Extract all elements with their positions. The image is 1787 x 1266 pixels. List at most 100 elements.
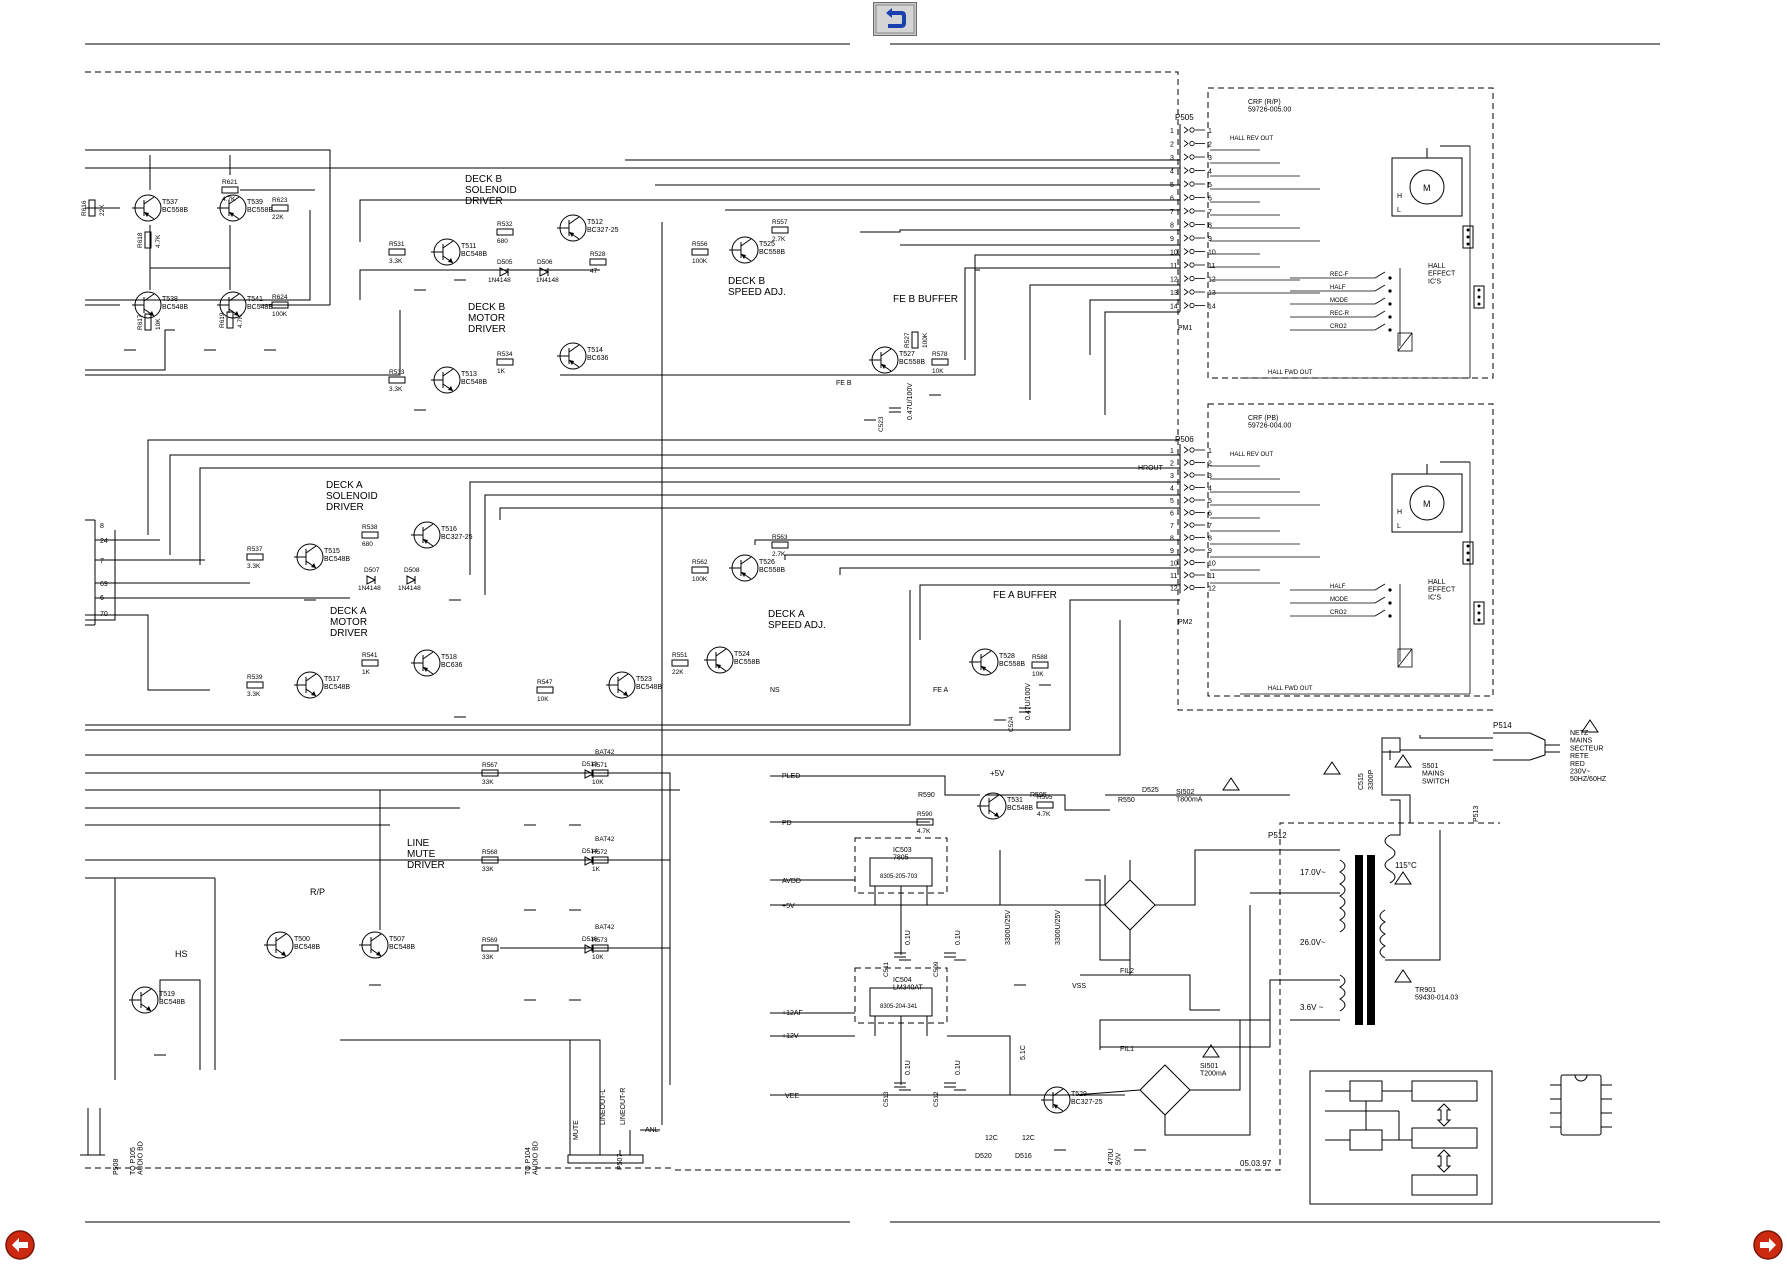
capacitor-value: 0.1U	[955, 1060, 962, 1075]
diode-ref: D508	[404, 567, 420, 574]
transistor-type: BC558B	[162, 207, 188, 214]
return-arrow-icon	[875, 4, 915, 34]
pin-number: 8	[1170, 536, 1174, 543]
resistor-value: 33K	[482, 779, 494, 786]
resistor-value: 2.7K	[772, 551, 786, 558]
r590-label: R590	[918, 792, 935, 799]
transistor-type: BC558B	[759, 249, 785, 256]
pin-69: 69	[100, 581, 108, 588]
resistor-value: 1K	[497, 368, 506, 375]
d520-label: D520	[975, 1153, 992, 1160]
pin-7: 7	[100, 558, 104, 565]
diode-d508: D508	[404, 567, 420, 585]
resistor-value: 33K	[482, 954, 494, 961]
transistor-type: BC548B	[461, 251, 487, 258]
p105-label: TO P105AUDIO BD	[130, 1141, 145, 1175]
capacitor-c512: C512	[933, 1082, 956, 1107]
r595-label: R595	[1030, 792, 1047, 799]
left-connector: 8 24 7 69 6 70	[85, 519, 350, 626]
capacitor-ref: C511	[883, 962, 890, 977]
hall-rev-label: HALL REV OUT	[1230, 452, 1273, 458]
fe-b-buffer-title: FE B BUFFER	[893, 294, 958, 305]
diode-d506: D506	[537, 259, 553, 277]
resistor-ref: R533	[389, 369, 405, 376]
transistor-ref: T512	[587, 219, 603, 226]
resistor-value: 100K	[692, 576, 708, 583]
resistor-ref: R588	[1032, 654, 1048, 661]
pin-number: 14	[1208, 304, 1216, 311]
ic-package-icon	[1550, 1074, 1612, 1136]
capacitor-ref: C524	[1008, 716, 1015, 732]
transistor-type: BC558B	[734, 659, 760, 666]
resistor-ref: R572	[592, 849, 608, 856]
pin-number: 9	[1170, 548, 1174, 555]
prev-page-button[interactable]	[4, 1229, 36, 1261]
ic504-code: 8305-204-341	[880, 1004, 918, 1010]
back-button[interactable]	[873, 2, 917, 36]
next-page-button[interactable]	[1752, 1229, 1784, 1261]
hall-fwd-label: HALL FWD OUT	[1268, 686, 1313, 692]
r-p-label: R/P	[310, 887, 325, 897]
resistor-value: 10K	[592, 779, 604, 786]
transistor-type: BC548B	[247, 304, 273, 311]
plus5v-label: +5V	[782, 903, 795, 910]
pin-number: 2	[1170, 461, 1174, 468]
motor-label: M	[1423, 183, 1431, 193]
l-label: L	[1397, 523, 1401, 530]
diode-ref: D506	[537, 259, 553, 266]
crf-pb-title: CRF (PB)59726-004.00	[1248, 415, 1291, 430]
pin-number: 6	[1170, 511, 1174, 518]
transistors: T537BC558BT539BC558BT538BC548BT541BC548B…	[129, 194, 1103, 1114]
c524-value: 0.47U/100V	[1025, 683, 1032, 720]
pin-number: 1	[1170, 448, 1174, 455]
fe-b-label: FE B	[836, 380, 852, 387]
resistor-ref: R563	[772, 534, 788, 541]
resistor-ref: R539	[247, 674, 263, 681]
resistor-ref: R618	[137, 232, 144, 248]
resistor-value: 1K	[592, 866, 601, 873]
c522-label: 3300U/25V	[1055, 910, 1062, 945]
pin-number: 13	[1208, 290, 1216, 297]
pin-number: 2	[1208, 142, 1212, 149]
pin-number: 3	[1170, 155, 1174, 162]
pin-number: 11	[1208, 263, 1215, 270]
resistor-r539: R539 3.3K	[246, 674, 264, 698]
transistor-type: BC548B	[159, 999, 185, 1006]
capacitor-ref: C513	[883, 1091, 890, 1107]
resistor-value: 3.3K	[247, 691, 261, 698]
lineout-r-label: LINEOUT-R	[620, 1088, 627, 1125]
pin-number: 8	[1208, 223, 1212, 230]
transistor-ref: T526	[759, 559, 775, 566]
block-diagram	[1309, 1070, 1493, 1205]
transistor-ref: T528	[999, 653, 1015, 660]
power-signal-labels: PLED PD AVDD +5V +12AF +12V VEE VSS FIL2…	[770, 380, 1227, 1165]
pin-number: 11	[1208, 573, 1215, 580]
pin-number: 7	[1170, 209, 1174, 216]
d525-label: D525	[1142, 787, 1159, 794]
transistor-ref: T538	[162, 296, 178, 303]
resistor-ref: R532	[497, 221, 513, 228]
p512-label: P512	[1268, 831, 1287, 840]
transistor-ref: T524	[734, 651, 750, 658]
resistor-ref: R547	[537, 679, 553, 686]
